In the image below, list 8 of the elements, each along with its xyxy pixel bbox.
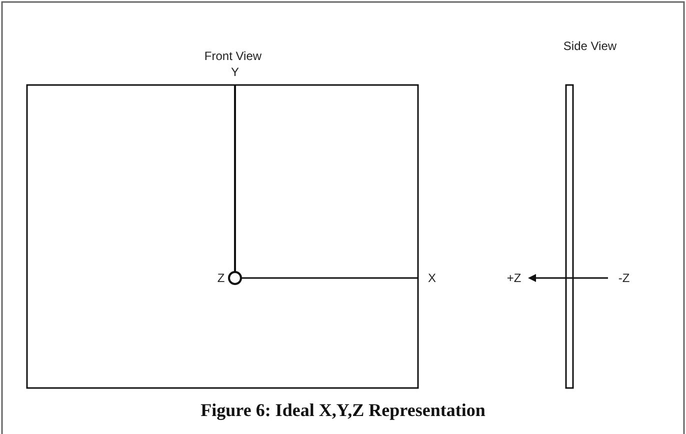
- figure-caption: Figure 6: Ideal X,Y,Z Representation: [200, 400, 486, 420]
- axis-label: +Z: [506, 272, 522, 284]
- view-title: Side View: [563, 40, 617, 52]
- view-title: Front View: [204, 50, 262, 62]
- axis-label: Z: [217, 272, 225, 284]
- axis-label: Y: [231, 66, 239, 78]
- axis-label: X: [428, 272, 436, 284]
- axis-label: -Z: [618, 272, 630, 284]
